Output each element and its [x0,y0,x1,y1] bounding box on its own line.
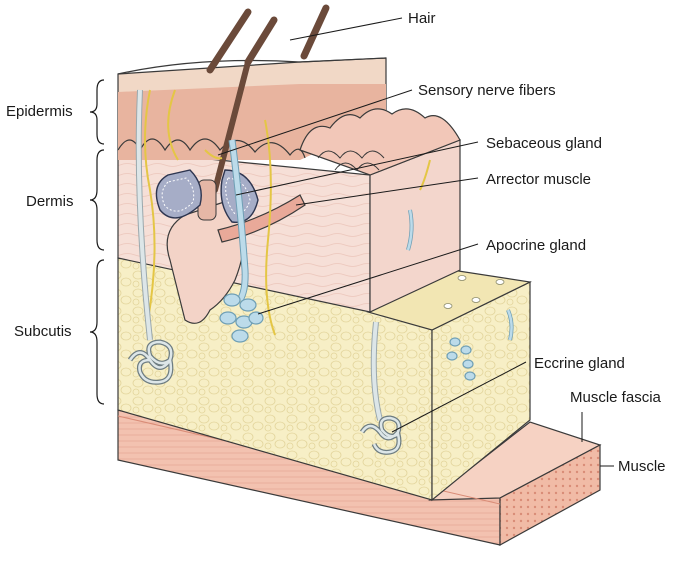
label-sebaceous-gland: Sebaceous gland [486,135,602,152]
label-sensory-nerve-fibers: Sensory nerve fibers [418,82,556,99]
label-epidermis: Epidermis [6,103,73,120]
label-eccrine-gland: Eccrine gland [534,355,625,372]
label-subcutis: Subcutis [14,323,72,340]
label-muscle-fascia: Muscle fascia [570,389,662,406]
label-dermis: Dermis [26,193,74,210]
label-arrector-muscle: Arrector muscle [486,171,591,188]
label-hair: Hair [408,10,436,27]
label-muscle: Muscle [618,458,666,475]
layer-braces [90,80,104,404]
label-apocrine-gland: Apocrine gland [486,237,586,254]
